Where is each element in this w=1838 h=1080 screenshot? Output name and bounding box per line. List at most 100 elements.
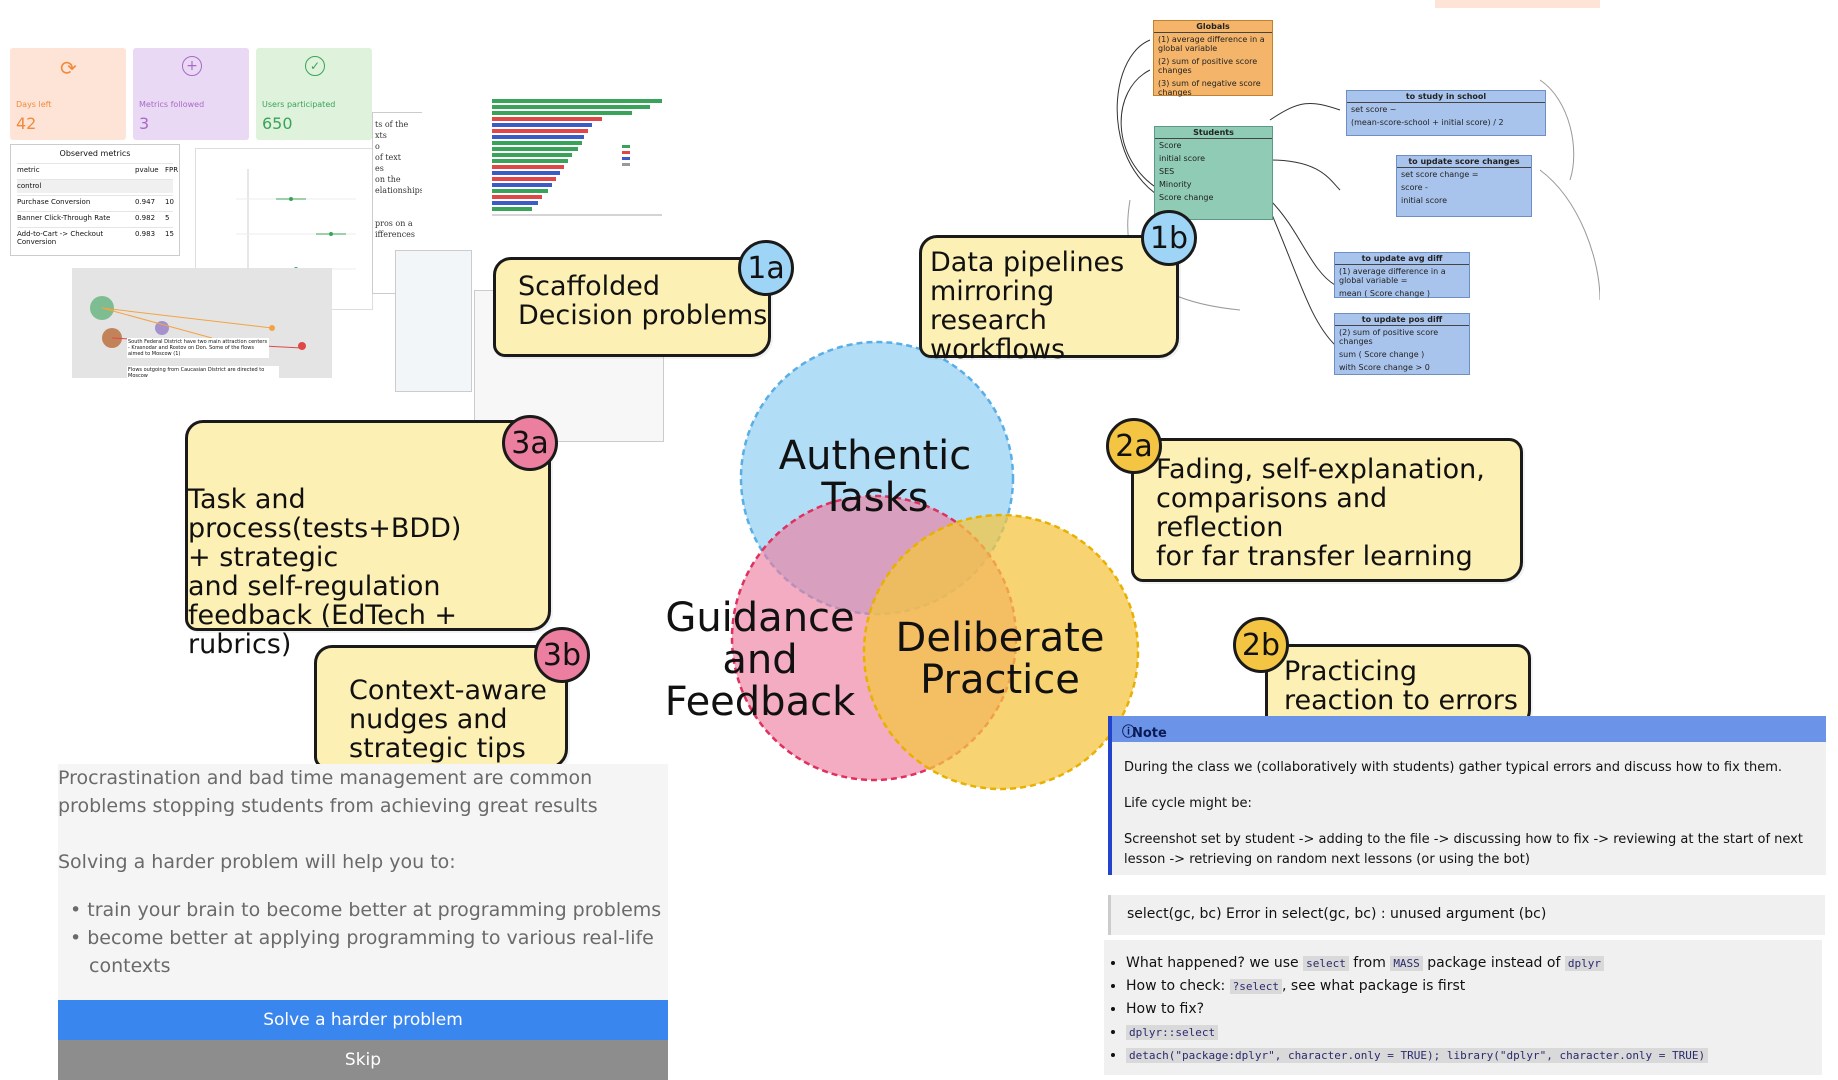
code-select: select: [1303, 956, 1349, 971]
cell: 0.982: [135, 214, 156, 222]
nudge-line-1: Procrastination and bad time management …: [58, 767, 593, 789]
card-label: Metrics followed: [139, 100, 205, 109]
note-text: Fading, self-explanation, comparisons an…: [1156, 454, 1485, 572]
uml-row: initial score: [1159, 154, 1206, 163]
uml-title: to update avg diff: [1335, 253, 1469, 265]
cell: Banner Click-Through Rate: [17, 214, 111, 222]
code-detach: detach("package:dplyr", character.only =…: [1126, 1048, 1709, 1063]
text: package instead of: [1422, 955, 1565, 971]
text: What happened? we use: [1126, 955, 1304, 971]
note-text: Context-aware nudges and strategic tips: [349, 675, 547, 764]
badge-1b: 1b: [1141, 210, 1197, 266]
uml-title: Globals: [1154, 21, 1272, 33]
note-paragraph-3: Screenshot set by student -> adding to t…: [1124, 832, 1803, 867]
users-participated-card: ✓ Users participated 650: [256, 48, 372, 140]
label-authentic-tasks: Authentic Tasks: [778, 433, 972, 521]
uml-title: Students: [1155, 127, 1272, 139]
uml-update-avg-diff: to update avg diff (1) average differenc…: [1334, 252, 1470, 298]
uml-row: Minority: [1159, 180, 1192, 189]
uml-row: (2) sum of positive score changes: [1158, 57, 1258, 75]
topic-bar-chart: [422, 95, 662, 265]
col-fpr: FPR: [165, 166, 179, 174]
text: , see what package is first: [1282, 978, 1466, 994]
metrics-followed-card: + Metrics followed 3: [133, 48, 249, 140]
dashboard-collage: ⟳ Days left 42 + Metrics followed 3 ✓ Us…: [0, 40, 664, 442]
bullet-how-to-fix: How to fix?: [1126, 998, 1708, 1021]
cell: 0.947: [135, 198, 156, 206]
card-value: 650: [262, 114, 293, 133]
uml-row: with Score change > 0: [1339, 363, 1430, 372]
uml-title: to study in school: [1347, 91, 1545, 103]
note-text: Data pipelines mirroring research workfl…: [930, 247, 1125, 365]
nudge-line-3: Solving a harder problem will help you t…: [58, 851, 456, 873]
cell: control: [17, 182, 42, 190]
badge-1a: 1a: [738, 240, 794, 296]
badge-3b: 3b: [534, 627, 590, 683]
error-line: select(gc, bc) Error in select(gc, bc) :…: [1127, 906, 1547, 922]
uml-row: Score change: [1159, 193, 1214, 202]
uml-row: score -: [1401, 183, 1428, 192]
uml-globals: Globals (1) average difference in a glob…: [1153, 20, 1273, 97]
form-fragment: [395, 250, 472, 392]
note-header: ⓘ Note: [1112, 716, 1826, 742]
col-pvalue: pvalue: [135, 166, 159, 174]
code-output-block: select(gc, bc) Error in select(gc, bc) :…: [1108, 895, 1825, 935]
code-dplyr-select: dplyr::select: [1126, 1025, 1219, 1040]
uml-row: mean ( Score change ): [1339, 289, 1430, 298]
col-metric: metric: [17, 166, 40, 174]
code-mass: MASS: [1390, 956, 1423, 971]
note-3a: Task and process(tests+BDD) + strategic …: [185, 420, 551, 659]
badge-2a: 2a: [1106, 418, 1162, 474]
nudge-bullet-1: • train your brain to become better at p…: [70, 899, 662, 921]
cell: Add-to-Cart -> Checkout Conversion: [17, 230, 104, 246]
cell: 15: [165, 230, 174, 238]
uml-update-pos-diff: to update pos diff (2) sum of positive s…: [1334, 313, 1470, 375]
venn-diagram: [730, 340, 1140, 791]
uml-title: to update score changes: [1397, 156, 1531, 168]
uml-row: initial score: [1401, 196, 1448, 205]
nudge-line-2: problems stopping students from achievin…: [58, 795, 598, 817]
card-label: Days left: [16, 100, 52, 109]
note-header-label: ⓘ Note: [1122, 725, 1167, 741]
uml-update-score-changes: to update score changes set score change…: [1396, 155, 1532, 217]
bullet-what-happened: What happened? we use select from MASS p…: [1126, 952, 1708, 975]
check-circle-icon: ✓: [305, 56, 325, 76]
uml-row: (2) sum of positive score changes: [1339, 328, 1439, 346]
badge-2b: 2b: [1233, 617, 1289, 673]
uml-row: SES: [1159, 167, 1175, 176]
badge-3a: 3a: [502, 415, 558, 471]
note-2a: Fading, self-explanation, comparisons an…: [1131, 438, 1523, 582]
label-deliberate-practice: Deliberate Practice: [895, 615, 1105, 703]
observed-metrics-table: Observed metrics metric pvalue FPR contr…: [10, 144, 180, 256]
error-bullets: What happened? we use select from MASS p…: [1106, 952, 1709, 1067]
map-note: South Federal District have two main att…: [127, 338, 269, 358]
table-title: Observed metrics: [59, 149, 131, 158]
label-guidance-feedback: Guidance and Feedback: [664, 595, 856, 725]
nudge-bullet-2: • become better at applying programming …: [70, 927, 654, 949]
uml-row: set score change =: [1401, 170, 1479, 179]
card-label: Users participated: [262, 100, 336, 109]
uml-row: (1) average difference in a global varia…: [1158, 35, 1265, 53]
note-text: Task and process(tests+BDD) + strategic …: [188, 484, 462, 660]
bullet-how-to-check: How to check: ?select, see what package …: [1126, 975, 1708, 998]
table-row: Purchase Conversion 0.947 10: [17, 195, 174, 209]
uml-diagram: Globals (1) average difference in a glob…: [1100, 0, 1600, 390]
table-header: metric pvalue FPR: [17, 163, 178, 177]
map-note: Flows outgoing from Caucasian District a…: [127, 366, 279, 378]
uml-row: sum ( Score change ): [1339, 350, 1425, 359]
topic-bar-chart-svg: [492, 99, 662, 216]
cell: 0.983: [135, 230, 156, 238]
cell: 5: [165, 214, 170, 222]
skip-button[interactable]: Skip: [58, 1040, 668, 1080]
text: from: [1348, 955, 1391, 971]
uml-row: set score ~: [1351, 105, 1397, 114]
note-1b: Data pipelines mirroring research workfl…: [919, 235, 1179, 364]
card-value: 42: [16, 114, 37, 133]
card-value: 3: [139, 114, 150, 133]
bullet-text: become better at applying programming to…: [87, 927, 654, 949]
code-help-select: ?select: [1229, 979, 1283, 994]
solve-harder-button[interactable]: Solve a harder problem: [58, 1000, 668, 1040]
uml-row: (3) sum of negative score changes: [1158, 79, 1261, 97]
flow-map: South Federal District have two main att…: [72, 268, 332, 378]
uml-title: to update pos diff: [1335, 314, 1469, 326]
